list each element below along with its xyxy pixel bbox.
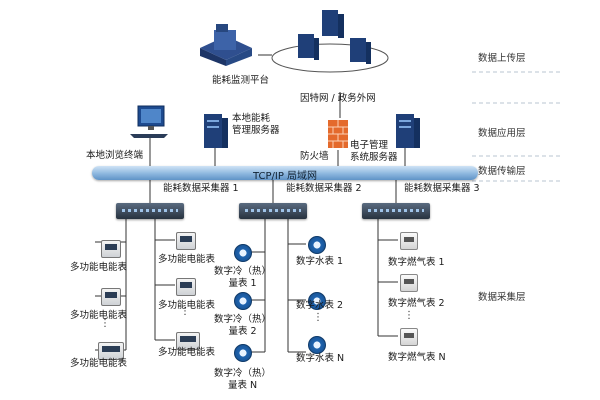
multi-meter-a1-label: 多功能电能表	[70, 262, 128, 273]
collector-1-label: 能耗数据采集器 1	[163, 183, 239, 194]
gov-server-label: 电子管理 系统服务器	[350, 140, 398, 163]
layer-transmission-label: 数据传输层	[478, 166, 526, 177]
browser-terminal-label: 本地浏览终端	[86, 150, 144, 161]
multi-meter-a2-label: 多功能电能表	[70, 310, 128, 321]
bus-label: TCP/IP 局域网	[252, 171, 318, 182]
multi-meter-icon	[176, 278, 196, 296]
firewall-icon	[328, 120, 348, 148]
multi-meter-icon	[176, 232, 196, 250]
multi-meter-a3-label: 多功能电能表	[70, 358, 128, 369]
firewall-label: 防火墙	[300, 151, 329, 162]
cold-heat-meter-icon	[234, 344, 252, 362]
layer-collection-label: 数据采集层	[478, 292, 526, 303]
ellipsis: ⋮	[180, 306, 190, 317]
gas-meter-1-label: 数字燃气表 1	[388, 257, 445, 268]
gas-meter-icon	[400, 232, 418, 250]
collector-3-device	[362, 203, 430, 219]
ellipsis: ⋮	[313, 312, 323, 323]
gas-meter-icon	[400, 274, 418, 292]
tcp-ip-lan-bus: TCP/IP 局域网	[92, 166, 478, 182]
collector-2-device	[239, 203, 307, 219]
cold-heat-meter-2-label: 数字冷（热） 量表 2	[214, 314, 272, 337]
gas-meter-n-label: 数字燃气表 N	[388, 352, 446, 363]
gas-meter-2-label: 数字燃气表 2	[388, 298, 445, 309]
multi-meter-b2-label: 多功能电能表	[158, 300, 216, 311]
gov-server-icon	[396, 114, 420, 148]
gas-meter-icon	[400, 328, 418, 346]
multi-meter-icon	[101, 240, 121, 258]
cold-heat-meter-1-label: 数字冷（热） 量表 1	[214, 266, 272, 289]
layer-application-label: 数据应用层	[478, 128, 526, 139]
local-server-label: 本地能耗 管理服务器	[232, 113, 280, 136]
multi-meter-icon	[98, 342, 124, 360]
multi-meter-icon	[101, 288, 121, 306]
water-meter-2-label: 数字水表 2	[296, 300, 344, 311]
server-cluster-icon	[298, 10, 371, 64]
collector-3-label: 能耗数据采集器 3	[404, 183, 480, 194]
water-meter-n-label: 数字水表 N	[296, 353, 345, 364]
multi-meter-icon	[176, 332, 200, 350]
cold-heat-meter-icon	[234, 292, 252, 310]
network-label: 因特网 / 政务外网	[300, 93, 376, 104]
collector-1-device	[116, 203, 184, 219]
local-server-icon	[204, 114, 228, 148]
water-meter-1-label: 数字水表 1	[296, 256, 344, 267]
platform-building-icon	[200, 24, 252, 66]
layer-upload-label: 数据上传层	[478, 53, 526, 64]
water-meter-icon	[308, 336, 326, 354]
cold-heat-meter-n-label: 数字冷（热） 量表 N	[214, 368, 272, 391]
water-meter-icon	[308, 292, 326, 310]
multi-meter-b3-label: 多功能电能表	[158, 347, 216, 358]
terminal-computer-icon	[130, 105, 168, 138]
ellipsis: ⋮	[404, 310, 414, 321]
cold-heat-meter-icon	[234, 244, 252, 262]
ellipsis: ⋮	[100, 318, 110, 329]
collector-2-label: 能耗数据采集器 2	[286, 183, 362, 194]
multi-meter-b1-label: 多功能电能表	[158, 254, 216, 265]
water-meter-icon	[308, 236, 326, 254]
platform-label: 能耗监测平台	[212, 75, 270, 86]
